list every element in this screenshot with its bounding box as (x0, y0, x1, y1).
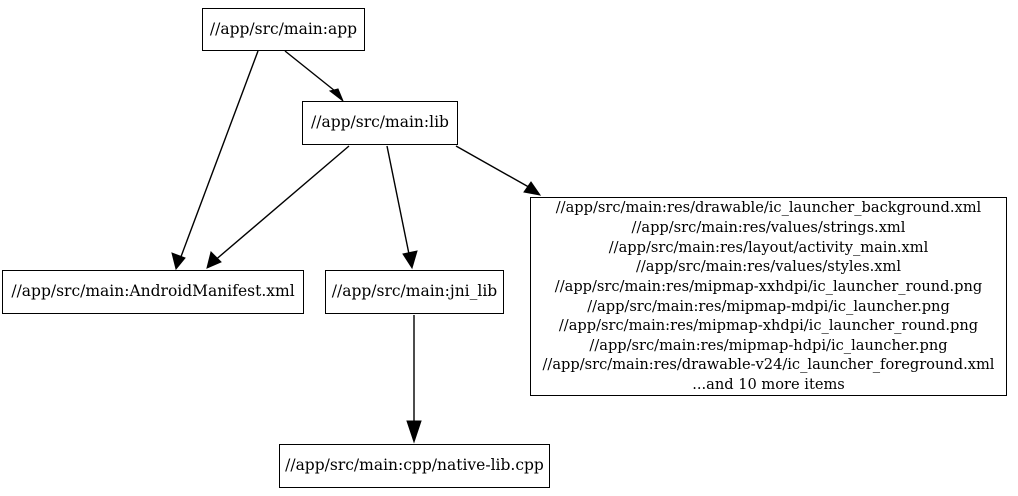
edge-jni-lib-to-native-lib (406, 315, 422, 444)
edge-app-to-androidmanifest (171, 50, 259, 271)
edge-lib-to-androidmanifest (206, 145, 350, 269)
node-lib-label: //app/src/main:lib (311, 113, 449, 132)
node-native-lib-label: //app/src/main:cpp/native-lib.cpp (285, 456, 544, 475)
node-androidmanifest-label: //app/src/main:AndroidManifest.xml (11, 282, 295, 301)
node-native-lib[interactable]: //app/src/main:cpp/native-lib.cpp (279, 444, 550, 488)
edge-lib-to-jni-lib (386, 145, 418, 270)
node-lib[interactable]: //app/src/main:lib (302, 101, 458, 145)
node-jni-lib-label: //app/src/main:jni_lib (331, 282, 498, 301)
edge-app-to-lib (284, 50, 345, 103)
node-jni-lib[interactable]: //app/src/main:jni_lib (325, 270, 504, 314)
edge-lib-to-resources (455, 145, 542, 196)
node-resources-label: //app/src/main:res/drawable/ic_launcher_… (542, 199, 995, 393)
node-app-label: //app/src/main:app (209, 19, 358, 38)
node-resources[interactable]: //app/src/main:res/drawable/ic_launcher_… (530, 197, 1007, 396)
node-androidmanifest[interactable]: //app/src/main:AndroidManifest.xml (2, 270, 304, 314)
node-app[interactable]: //app/src/main:app (202, 8, 365, 51)
